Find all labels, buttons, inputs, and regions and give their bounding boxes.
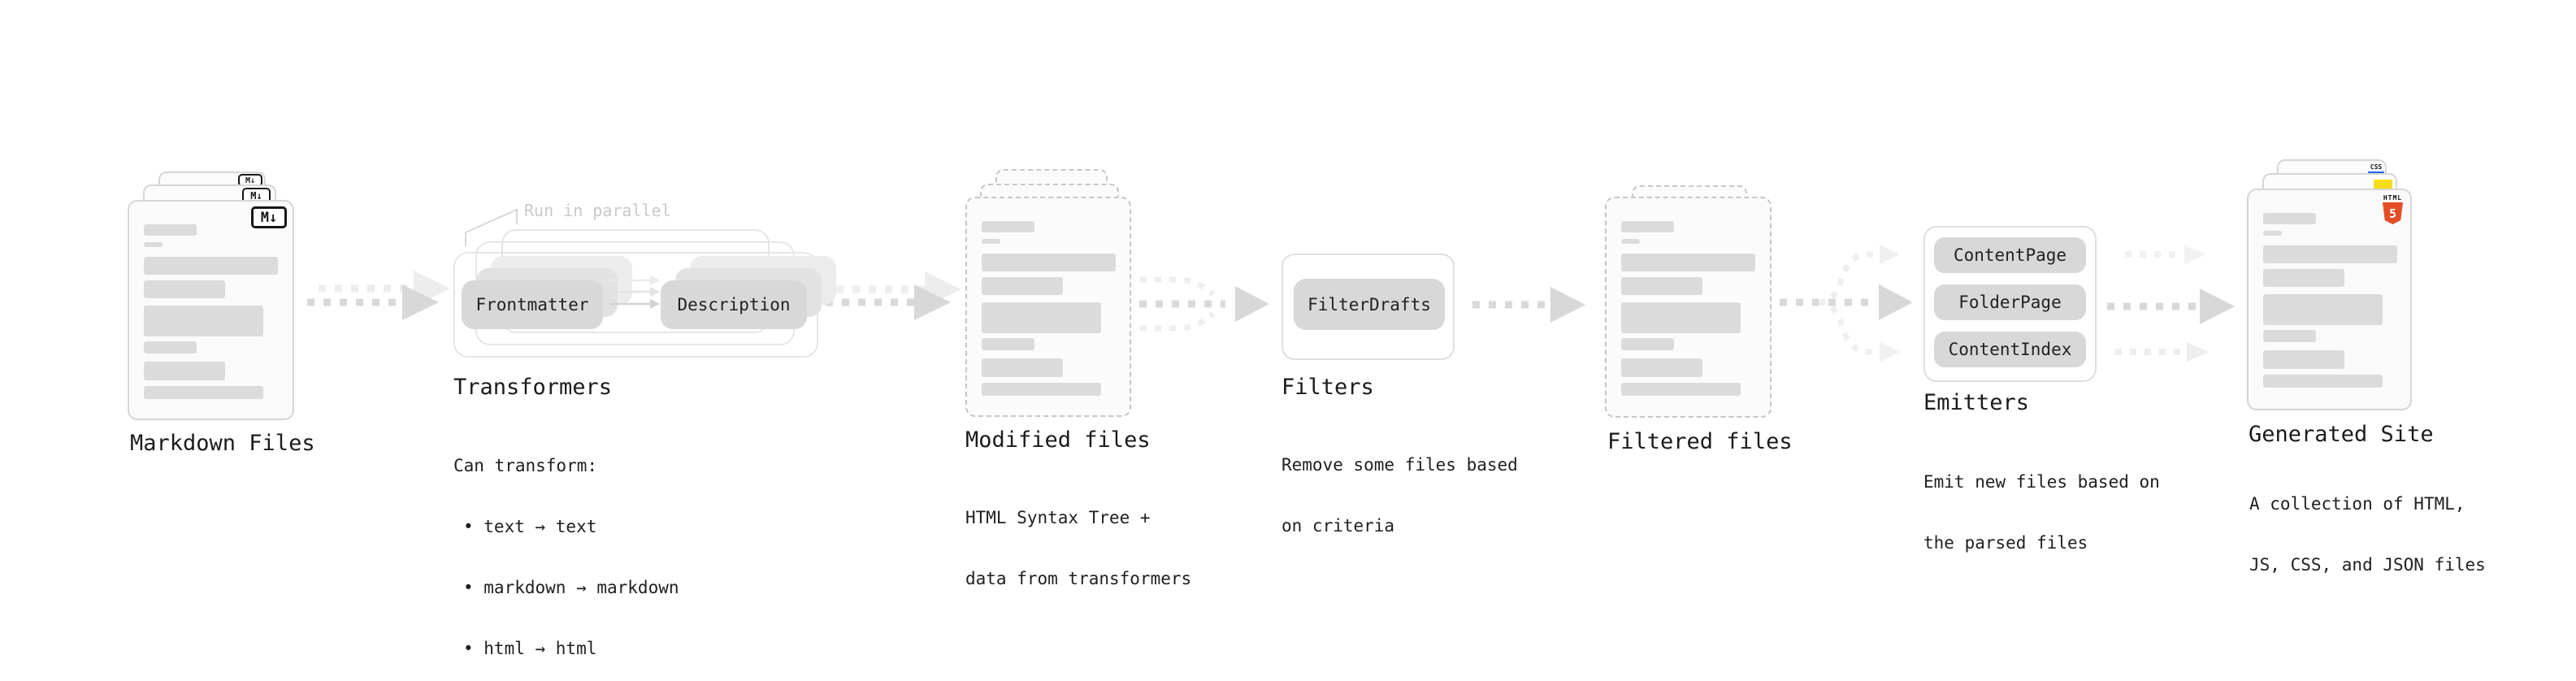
placeholder-text-bar xyxy=(1621,221,1674,232)
placeholder-text-bar xyxy=(982,221,1034,232)
contentindex-pill: ContentIndex xyxy=(1934,332,2086,367)
placeholder-text-bar xyxy=(982,302,1101,333)
markdown-icon: M↓ xyxy=(251,206,287,228)
flow-arrow-modified-to-filters-merge xyxy=(1139,276,1269,332)
html5-number: 5 xyxy=(2388,206,2397,221)
filters-desc-line: on criteria xyxy=(1281,516,1395,536)
placeholder-text-bar xyxy=(1621,277,1702,295)
modified-files-desc-line: HTML Syntax Tree + xyxy=(965,508,1151,527)
placeholder-text-bar xyxy=(982,277,1063,295)
stage-label-transformers: Transformers xyxy=(453,375,613,400)
placeholder-text-bar xyxy=(2263,231,2282,236)
stage-label-filters: Filters xyxy=(1281,375,1374,400)
placeholder-text-bar xyxy=(982,383,1101,396)
placeholder-text-bar xyxy=(1621,302,1741,333)
placeholder-text-bar xyxy=(982,239,1000,244)
markdown-icon: M↓ xyxy=(242,188,271,203)
placeholder-text-bar xyxy=(2263,245,2397,263)
emitters-desc-line: the parsed files xyxy=(1923,533,2088,553)
modified-file-card-front xyxy=(965,197,1131,417)
modified-files-desc-line: data from transformers xyxy=(965,569,1192,588)
filterdrafts-pill: FilterDrafts xyxy=(1294,279,1445,330)
stage-label-emitters: Emitters xyxy=(1923,390,2030,415)
placeholder-text-bar xyxy=(982,254,1116,271)
placeholder-text-bar xyxy=(2263,375,2383,388)
placeholder-text-bar xyxy=(144,280,225,298)
stage-label-generated-site: Generated Site xyxy=(2249,422,2434,447)
folderpage-pill: FolderPage xyxy=(1934,284,2086,320)
filters-desc-line: Remove some files based xyxy=(1281,455,1518,475)
html5-shield: 5 xyxy=(2383,202,2403,224)
generated-site-description: A collection of HTML, JS, CSS, and JSON … xyxy=(2249,453,2486,616)
placeholder-text-bar xyxy=(2263,213,2316,224)
transformers-bullet: • text → text xyxy=(463,517,597,536)
transformers-bullet: • html → html xyxy=(463,639,597,658)
filters-description: Remove some files based on criteria xyxy=(1281,414,1518,577)
markdown-file-card-front: M↓ xyxy=(128,200,294,420)
flow-arrow-markdown-to-transformers xyxy=(307,271,450,320)
placeholder-text-bar xyxy=(144,386,263,399)
placeholder-text-bar xyxy=(1621,338,1674,350)
placeholder-text-bar xyxy=(1621,358,1702,377)
placeholder-text-bar xyxy=(982,358,1063,377)
frontmatter-pill: Frontmatter xyxy=(462,280,603,329)
filtered-file-card-front xyxy=(1605,197,1772,418)
modified-files-description: HTML Syntax Tree + data from transformer… xyxy=(965,467,1191,630)
flow-arrow-filters-to-filtered xyxy=(1472,287,1585,323)
placeholder-text-bar xyxy=(144,224,197,236)
placeholder-text-bar xyxy=(1621,383,1741,396)
placeholder-text-bar xyxy=(1621,239,1640,244)
transformers-description: Can transform: • text → text • markdown … xyxy=(453,415,679,681)
flow-arrow-transformers-to-modified xyxy=(826,271,961,320)
html5-icon: HTML 5 xyxy=(2382,194,2404,224)
generated-site-desc-line: A collection of HTML, xyxy=(2249,494,2465,514)
generated-site-desc-line: JS, CSS, and JSON files xyxy=(2249,555,2486,575)
contentpage-pill: ContentPage xyxy=(1934,237,2086,273)
parallel-mini-arrows xyxy=(609,275,660,309)
stage-label-filtered-files: Filtered files xyxy=(1607,429,1793,454)
placeholder-text-bar xyxy=(144,306,263,336)
css-wordmark: CSS xyxy=(2370,163,2383,171)
js-icon xyxy=(2374,180,2392,189)
stage-label-markdown-files: Markdown Files xyxy=(130,431,315,456)
html5-wordmark: HTML xyxy=(2383,194,2403,202)
run-in-parallel-annotation: Run in parallel xyxy=(524,201,671,220)
placeholder-text-bar xyxy=(144,242,163,247)
flow-arrow-filtered-to-emitters-fanout xyxy=(1780,245,1913,362)
placeholder-text-bar xyxy=(144,257,278,275)
placeholder-text-bar xyxy=(1621,254,1755,271)
run-in-parallel-leader-line xyxy=(465,208,518,246)
description-pill: Description xyxy=(661,280,807,329)
generated-file-card-front: HTML 5 xyxy=(2247,189,2412,410)
stage-label-modified-files: Modified files xyxy=(965,427,1151,453)
placeholder-text-bar xyxy=(2263,330,2316,342)
transformers-desc-title: Can transform: xyxy=(453,456,598,475)
placeholder-text-bar xyxy=(2263,269,2344,287)
emitters-description: Emit new files based on the parsed files xyxy=(1923,432,2160,594)
flow-arrow-emitters-to-generated xyxy=(2107,245,2235,362)
placeholder-text-bar xyxy=(2263,350,2344,369)
transformers-bullet: • markdown → markdown xyxy=(463,578,679,597)
placeholder-text-bar xyxy=(982,338,1034,350)
emitters-desc-line: Emit new files based on xyxy=(1923,472,2160,492)
placeholder-text-bar xyxy=(144,341,197,354)
placeholder-text-bar xyxy=(144,362,225,380)
placeholder-text-bar xyxy=(2263,294,2383,325)
